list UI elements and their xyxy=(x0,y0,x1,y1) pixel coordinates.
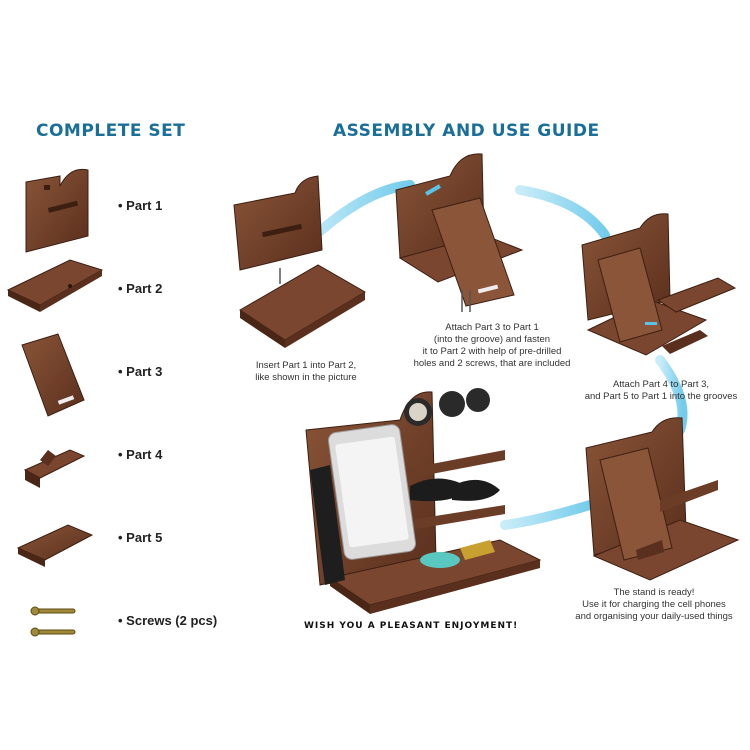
screws-image xyxy=(30,606,76,637)
final-stand-image xyxy=(305,388,542,614)
screws-label: • Screws (2 pcs) xyxy=(118,613,218,628)
step2-caption: Attach Part 3 to Part 1 (into the groove… xyxy=(413,322,571,369)
assembly-guide-heading: ASSEMBLY AND USE GUIDE xyxy=(333,121,600,141)
step4-image xyxy=(585,417,740,581)
step3-image xyxy=(581,213,737,356)
part3-image xyxy=(21,333,85,417)
part2-label: • Part 2 xyxy=(118,281,163,296)
part1-image xyxy=(25,168,89,253)
step1-image xyxy=(233,175,366,348)
closing-message: WISH YOU A PLEASANT ENJOYMENT! xyxy=(304,621,519,631)
part2-image xyxy=(6,259,104,312)
step2-image xyxy=(395,153,524,312)
complete-set-heading: COMPLETE SET xyxy=(36,121,186,141)
part4-image xyxy=(23,449,86,488)
part3-label: • Part 3 xyxy=(118,364,163,379)
part1-label: • Part 1 xyxy=(118,198,163,213)
part5-image xyxy=(16,524,94,567)
step3-caption: Attach Part 4 to Part 3, and Part 5 to P… xyxy=(584,379,738,402)
part4-label: • Part 4 xyxy=(118,447,163,462)
part5-label: • Part 5 xyxy=(118,530,163,545)
step1-caption: Insert Part 1 into Part 2, like shown in… xyxy=(255,360,357,383)
step4-caption: The stand is ready! Use it for charging … xyxy=(575,587,733,622)
